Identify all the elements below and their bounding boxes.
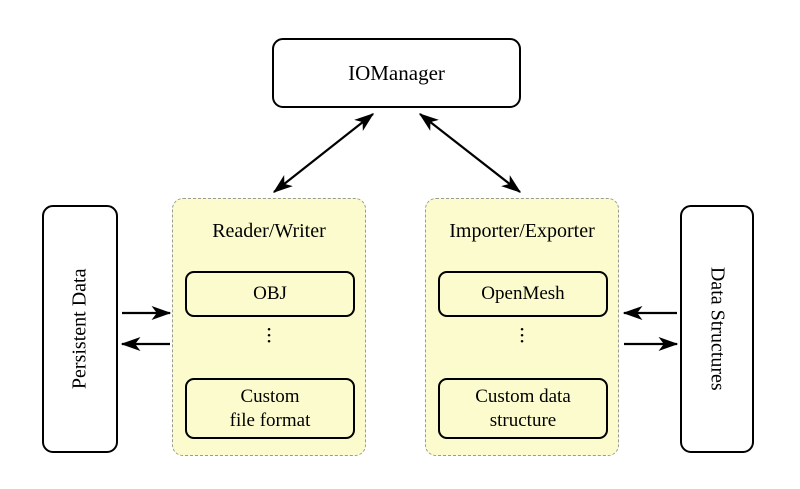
ellipsis-dot: • <box>520 330 524 342</box>
item-custom-file-format-label: Custom file format <box>230 385 311 431</box>
item-obj-label: OBJ <box>253 283 287 305</box>
item-custom-file-format[interactable]: Custom file format <box>185 378 355 439</box>
ellipsis-dot: • <box>267 330 271 342</box>
group-reader-writer[interactable]: Reader/Writer OBJ • • • Custom file form… <box>172 198 366 456</box>
node-persistent-data-label: Persistent Data <box>68 268 91 390</box>
ellipsis-reader-writer: • • • <box>173 324 365 348</box>
ellipsis-dot: • <box>520 324 524 336</box>
group-reader-writer-title: Reader/Writer <box>212 220 326 242</box>
arrow-iomanager-importerexporter <box>418 113 522 193</box>
item-custom-data-structure-label: Custom data structure <box>475 385 571 431</box>
group-importer-exporter[interactable]: Importer/Exporter OpenMesh • • • Custom … <box>425 198 619 456</box>
ellipsis-dot: • <box>520 336 524 348</box>
node-iomanager-label: IOManager <box>348 60 445 85</box>
item-custom-data-structure-line1: Custom data <box>475 386 571 408</box>
item-custom-file-format-line1: Custom <box>240 386 300 408</box>
node-iomanager[interactable]: IOManager <box>272 38 521 108</box>
item-openmesh-label: OpenMesh <box>481 283 565 305</box>
item-custom-file-format-line2: file format <box>229 409 311 431</box>
ellipsis-dot: • <box>267 336 271 348</box>
ellipsis-dot: • <box>267 324 271 336</box>
group-importer-exporter-title: Importer/Exporter <box>449 220 595 242</box>
node-data-structures[interactable]: Data Structures <box>680 205 754 453</box>
item-obj[interactable]: OBJ <box>185 271 355 317</box>
node-data-structures-label: Data Structures <box>706 267 729 391</box>
ellipsis-importer-exporter: • • • <box>426 324 618 348</box>
item-custom-data-structure-line2: structure <box>489 409 557 431</box>
node-persistent-data[interactable]: Persistent Data <box>42 205 118 453</box>
item-openmesh[interactable]: OpenMesh <box>438 271 608 317</box>
arrow-iomanager-readerwriter <box>272 113 375 193</box>
item-custom-data-structure[interactable]: Custom data structure <box>438 378 608 439</box>
